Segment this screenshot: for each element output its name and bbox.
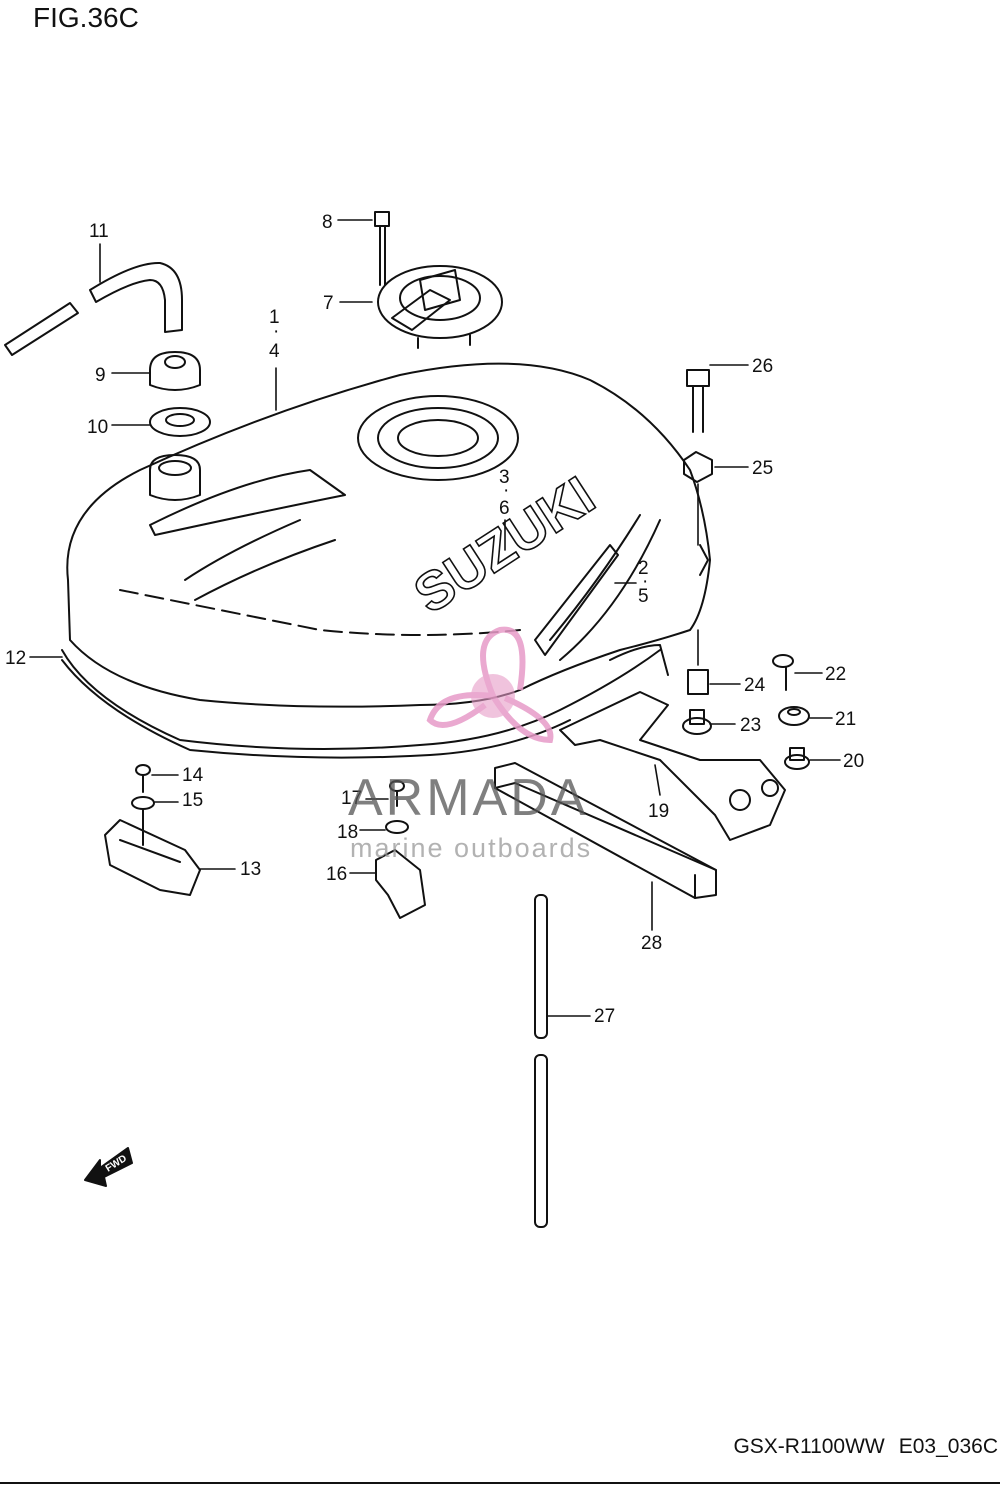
callout-12: 12: [5, 648, 26, 669]
callout-dot: ·: [273, 321, 279, 342]
callout-2: 2: [638, 558, 649, 579]
callout-5: 5: [638, 586, 649, 607]
callout-10: 10: [87, 417, 108, 438]
callout-dot: ·: [642, 571, 648, 592]
callout-28: 28: [641, 933, 662, 954]
callout-22: 22: [825, 664, 846, 685]
diagram-code: E03_036C: [898, 1435, 998, 1458]
breather-hose: [4, 261, 183, 356]
bolt-26: [686, 369, 710, 433]
fuel-cap-bolt: [374, 211, 390, 286]
leader-lines: [29, 219, 841, 1017]
collar-23: [682, 709, 712, 735]
callout-15: 15: [182, 790, 203, 811]
callout-6: 6: [499, 498, 510, 519]
callout-3: 3: [499, 467, 510, 488]
figure-title: FIG.36C: [33, 2, 139, 33]
washer-18: [385, 820, 409, 834]
callout-dot: ·: [503, 480, 509, 501]
bushing-25: [683, 451, 713, 483]
callout-21: 21: [835, 709, 856, 730]
callout-labels: 1 · 4 2 · 5 3 · 6 7 8 9 10 11 12 13 14 1…: [5, 212, 864, 1027]
callout-14: 14: [182, 765, 204, 786]
foam-strip-27: [534, 894, 548, 1228]
propeller-logo-icon: [426, 626, 554, 744]
callout-17: 17: [341, 788, 362, 809]
callout-24: 24: [744, 675, 766, 696]
callout-16: 16: [326, 864, 347, 885]
screw-22: [772, 654, 794, 691]
callout-23: 23: [740, 715, 761, 736]
callout-26: 26: [752, 356, 773, 377]
rubber-block-28: [494, 762, 717, 899]
screw-17: [389, 780, 405, 807]
callout-20: 20: [843, 751, 864, 772]
callout-7: 7: [323, 293, 334, 314]
watermark-tagline: marine outboards: [350, 833, 593, 863]
callout-25: 25: [752, 458, 773, 479]
fuel-cap-assembly: [377, 265, 503, 349]
mounting-bracket: [559, 691, 786, 841]
callout-1: 1: [269, 307, 280, 328]
callout-27: 27: [594, 1006, 615, 1027]
fuel-tank-body: [66, 362, 711, 708]
bottom-border: [0, 1482, 1000, 1484]
fwd-arrow-icon: [84, 1147, 133, 1187]
drawing-code: GSX-R1100WW E03_036C: [733, 1435, 998, 1459]
tank-bottom-rail: [61, 649, 661, 759]
rubber-mount-13: [104, 819, 201, 896]
callout-11: 11: [89, 221, 109, 242]
callout-19: 19: [648, 801, 669, 822]
callout-13: 13: [240, 859, 261, 880]
grommet-21: [778, 706, 810, 726]
spacer-24: [687, 669, 709, 695]
callout-8: 8: [322, 212, 333, 233]
callout-18: 18: [337, 822, 358, 843]
model-code: GSX-R1100WW: [733, 1435, 885, 1458]
watermark-name: ARMADA: [348, 769, 589, 827]
collar-20: [784, 747, 810, 770]
callout-9: 9: [95, 365, 106, 386]
screw-14: [135, 764, 151, 793]
rubber-mount-16: [375, 849, 426, 919]
callout-4: 4: [269, 341, 280, 362]
washer-15: [131, 796, 155, 846]
gasket-ring: [149, 407, 211, 437]
breather-cap: [149, 351, 201, 391]
